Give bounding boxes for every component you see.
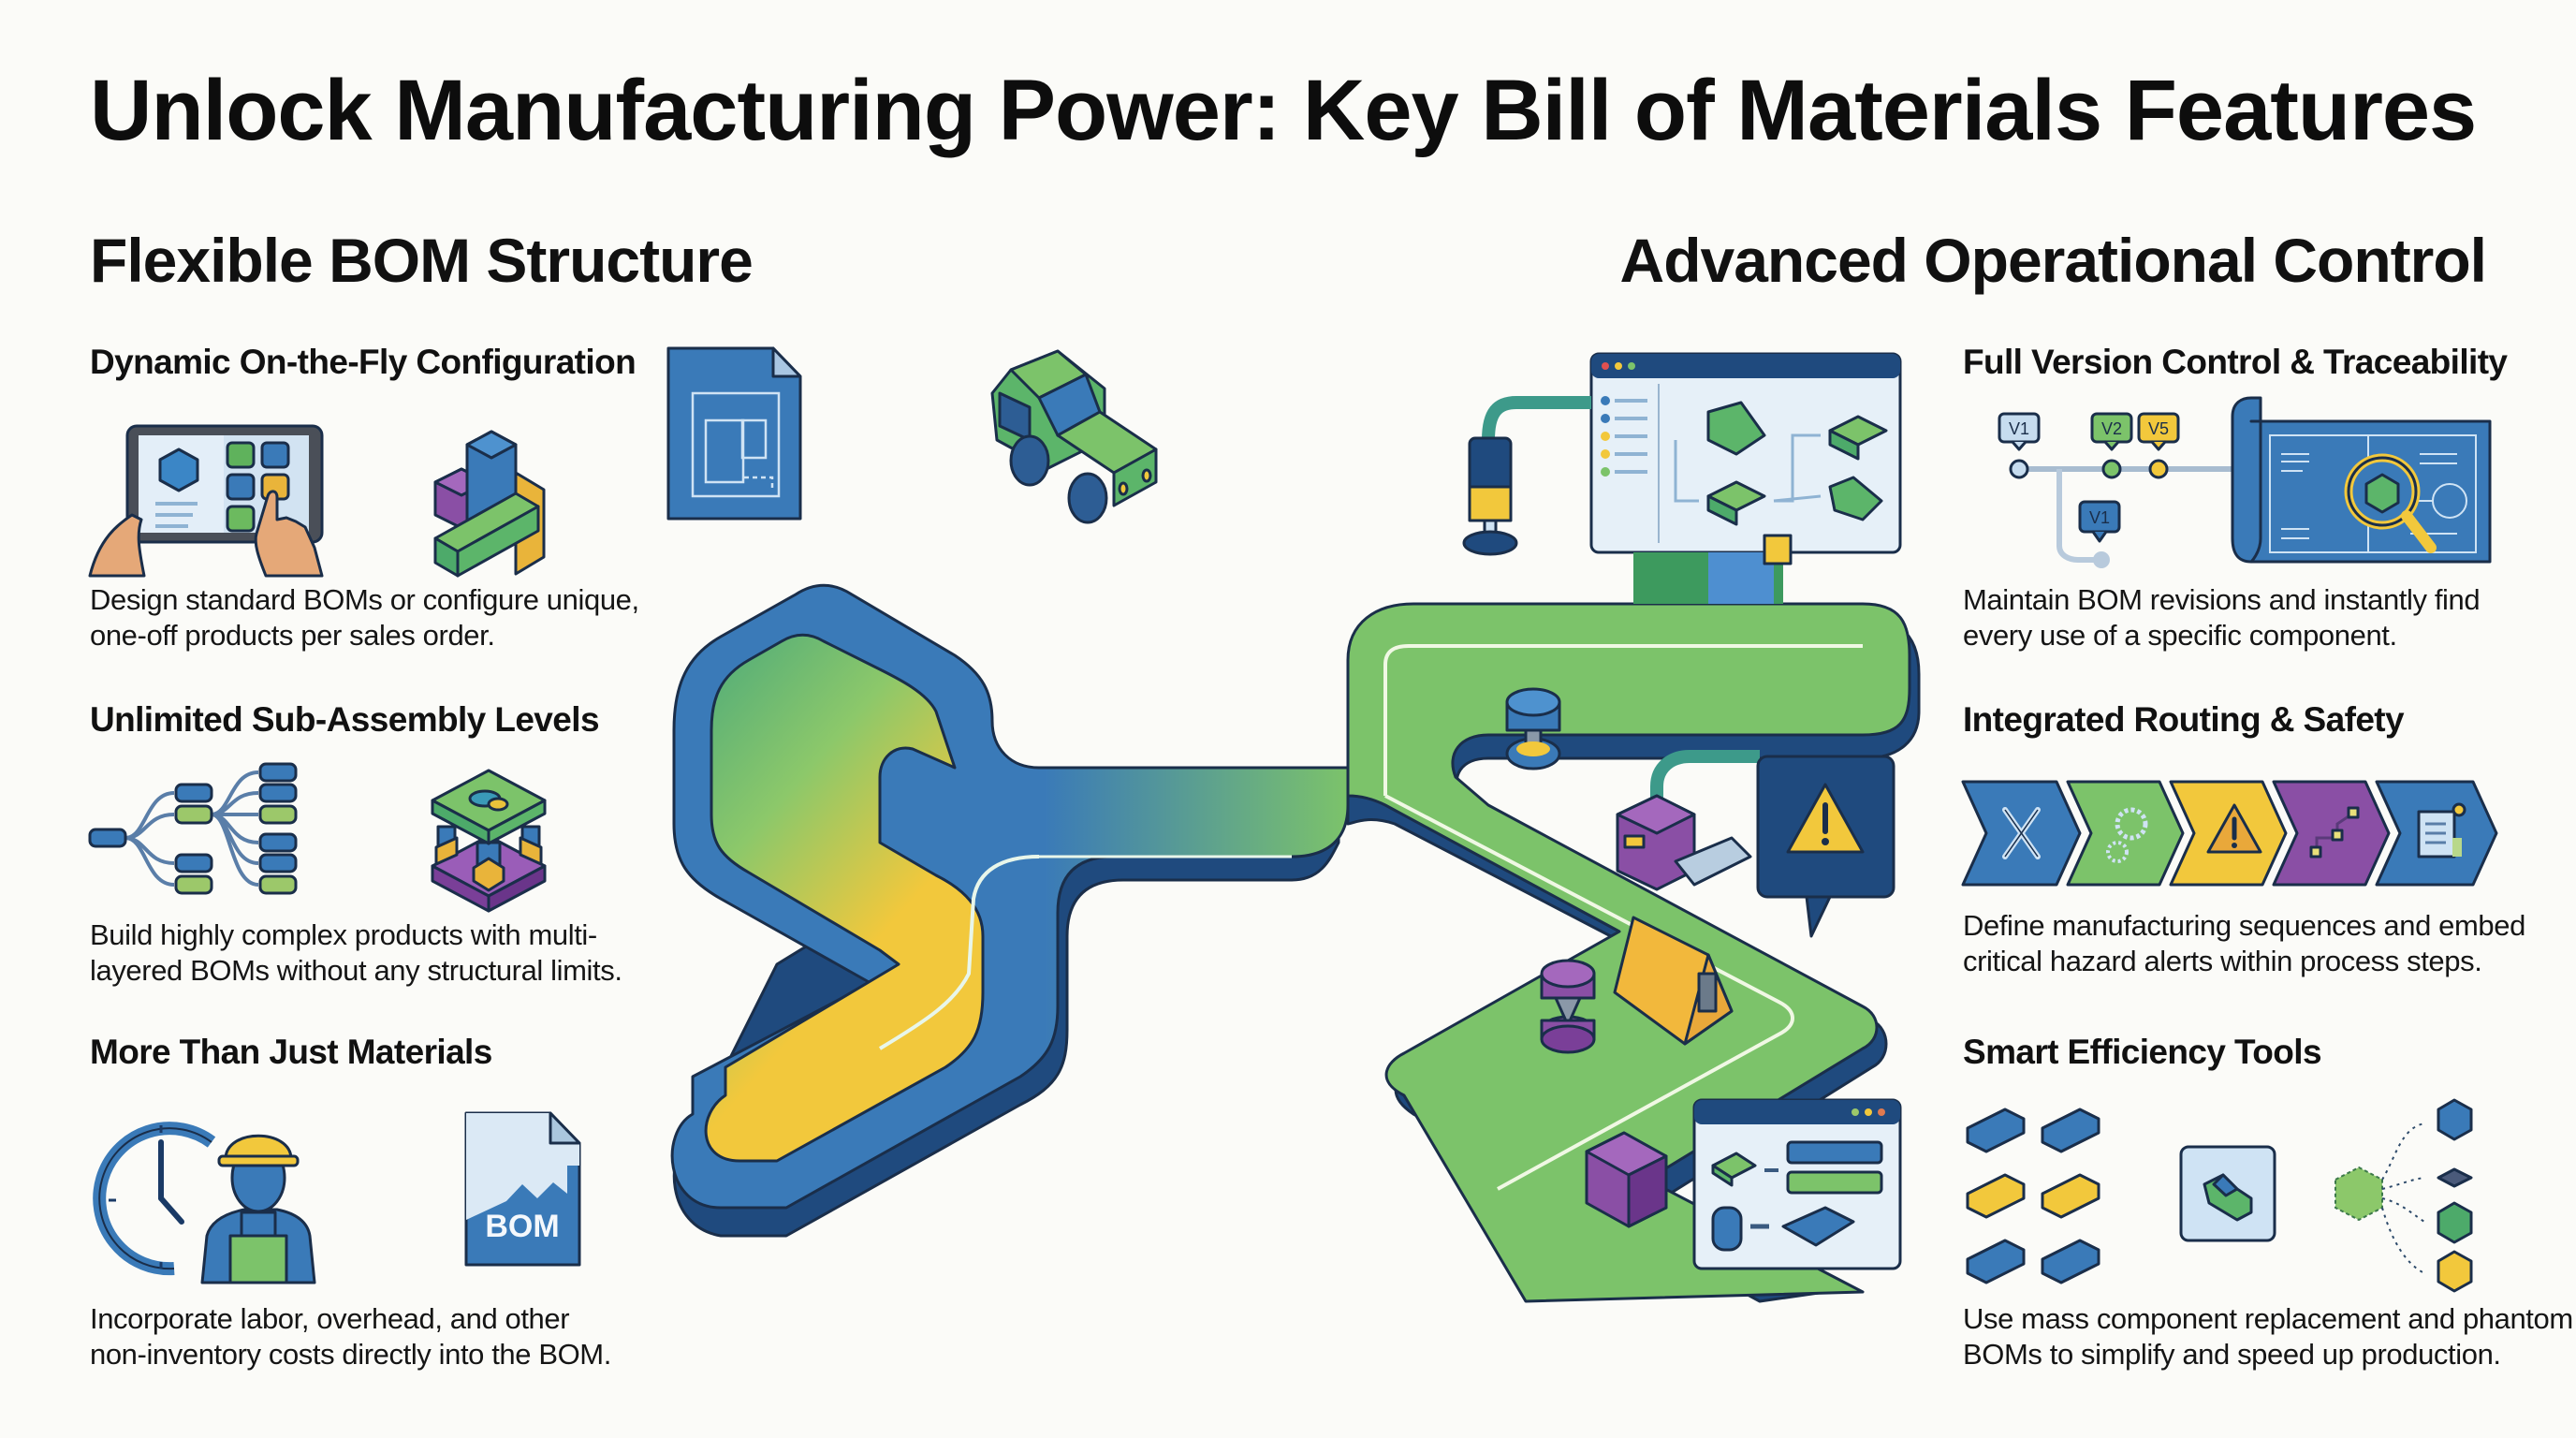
version-tag: V1 xyxy=(2078,500,2121,543)
section-heading-advanced-control: Advanced Operational Control xyxy=(1619,226,2487,295)
s-path xyxy=(670,583,1350,1238)
phantom-bom-icon xyxy=(2334,1098,2473,1293)
feature-title: Smart Efficiency Tools xyxy=(1963,1033,2322,1071)
purple-press-icon xyxy=(1540,959,1596,1054)
feature-title: More Than Just Materials xyxy=(90,1033,492,1071)
description-line: critical hazard alerts within process st… xyxy=(1963,945,2482,977)
routing-step-checklist xyxy=(2375,780,2498,887)
blueprint-magnifier-icon xyxy=(2231,396,2492,564)
feature-title: Integrated Routing & Safety xyxy=(1963,700,2405,739)
feature-description: Build highly complex products with multi… xyxy=(90,917,622,989)
layered-assembly-icon xyxy=(431,769,547,913)
feature-description: Use mass component replacement and phant… xyxy=(1963,1301,2573,1372)
tablet-configurator-icon xyxy=(88,424,324,578)
description-line: Use mass component replacement and phant… xyxy=(1963,1302,2573,1335)
svg-text:V1: V1 xyxy=(2009,419,2029,438)
yellow-tent-icon xyxy=(1613,916,1734,1046)
purple-box-icon xyxy=(1585,1131,1668,1228)
version-tag: V1 xyxy=(1998,412,2041,451)
version-tag: V2 xyxy=(2090,412,2133,451)
page-title: Unlock Manufacturing Power: Key Bill of … xyxy=(90,63,2477,158)
version-tag: V5 xyxy=(2137,412,2180,451)
purple-conveyor-machine-icon xyxy=(1616,750,1760,891)
component-replacement-icon xyxy=(1966,1108,2100,1284)
routing-steps-icon xyxy=(1961,780,2498,887)
description-line: non-inventory costs directly into the BO… xyxy=(90,1338,611,1371)
description-line: Incorporate labor, overhead, and other xyxy=(90,1302,570,1335)
car-assembly-icon xyxy=(2179,1145,2276,1242)
description-line: one-off products per sales order. xyxy=(90,619,495,652)
stamp-machine-icon xyxy=(1505,687,1561,770)
svg-text:V2: V2 xyxy=(2101,419,2122,438)
section-heading-flexible-bom: Flexible BOM Structure xyxy=(90,226,754,295)
warning-sign-icon xyxy=(1756,755,1895,938)
version-timeline-icon: V1 V2 V5 V1 xyxy=(1998,412,2237,568)
svg-text:V5: V5 xyxy=(2148,419,2169,438)
svg-text:V1: V1 xyxy=(2089,508,2110,527)
description-line: Maintain BOM revisions and instantly fin… xyxy=(1963,583,2481,616)
software-window-icon xyxy=(1589,352,1902,604)
description-line: layered BOMs without any structural limi… xyxy=(90,954,622,987)
feature-title: Full Version Control & Traceability xyxy=(1963,343,2508,381)
feature-title: Dynamic On-the-Fly Configuration xyxy=(90,343,637,381)
replacement-window-icon xyxy=(1692,1098,1902,1270)
clock-worker-icon xyxy=(93,1122,316,1284)
feature-description: Design standard BOMs or configure unique… xyxy=(90,582,639,653)
stacked-blocks-icon xyxy=(433,430,546,578)
press-machine-icon xyxy=(1462,396,1591,556)
feature-description: Maintain BOM revisions and instantly fin… xyxy=(1963,582,2481,653)
manufacturing-flow-illustration xyxy=(666,346,1921,1303)
feature-title: Unlimited Sub-Assembly Levels xyxy=(90,700,600,739)
feature-description: Define manufacturing sequences and embed… xyxy=(1963,908,2525,979)
description-line: Build highly complex products with multi… xyxy=(90,918,597,951)
car-icon xyxy=(990,349,1158,524)
description-line: BOMs to simplify and speed up production… xyxy=(1963,1338,2501,1371)
routing-step-gears xyxy=(2066,780,2185,887)
feature-description: Incorporate labor, overhead, and other n… xyxy=(90,1301,611,1372)
hierarchy-tree-icon xyxy=(88,762,298,895)
description-line: Define manufacturing sequences and embed xyxy=(1963,909,2525,942)
routing-step-workflow xyxy=(2272,780,2391,887)
bom-document-icon: BOM xyxy=(464,1111,581,1267)
routing-step-warning xyxy=(2169,780,2288,887)
description-line: Design standard BOMs or configure unique… xyxy=(90,583,639,616)
description-line: every use of a specific component. xyxy=(1963,619,2397,652)
bom-document-label: BOM xyxy=(485,1209,559,1244)
blueprint-icon xyxy=(666,346,802,521)
routing-step-tools xyxy=(1961,780,2082,887)
